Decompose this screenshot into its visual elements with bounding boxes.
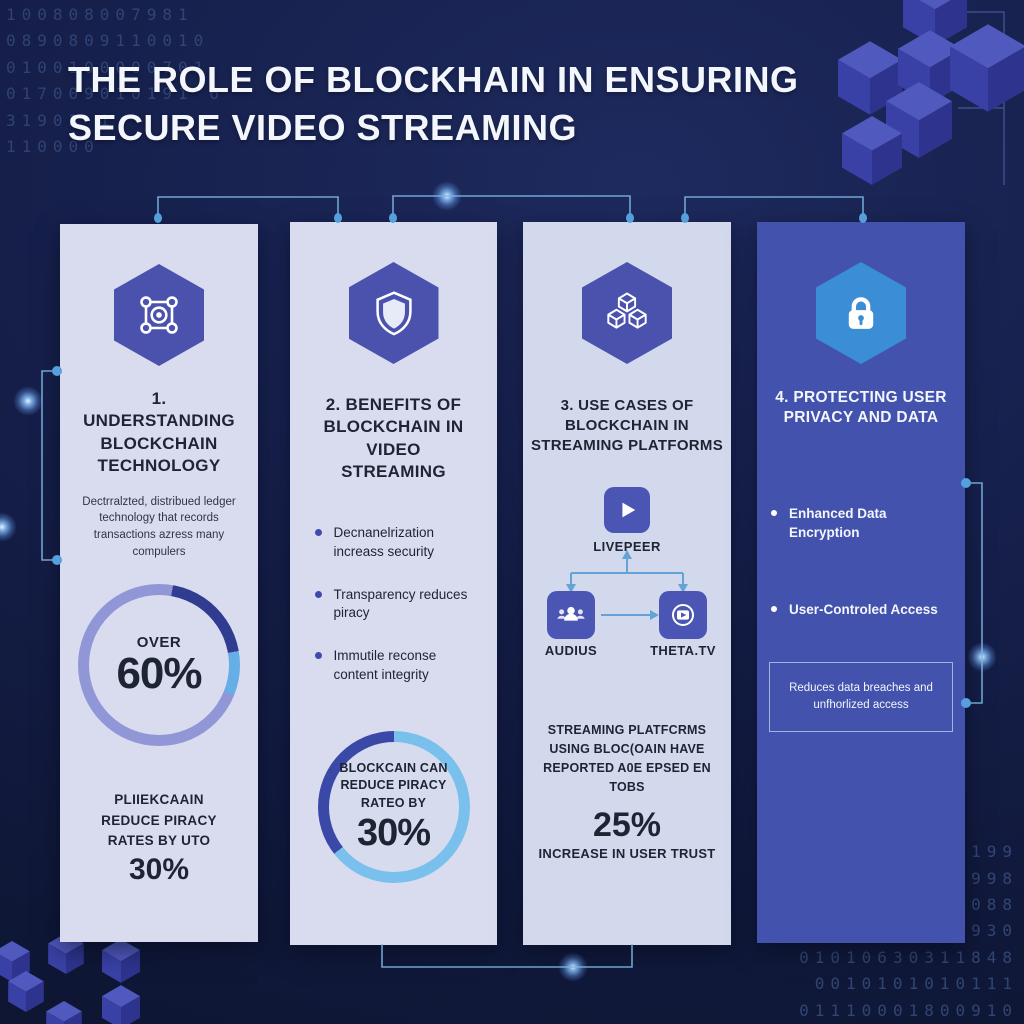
- theta-tv-icon: [659, 591, 707, 640]
- binary-digits-topleft: 100808007981 0890809110010 0100100000701…: [6, 5, 225, 156]
- bullet-text: Enhanced Data Encryption: [789, 505, 887, 540]
- stat-label: INCREASE IN USER TRUST: [538, 846, 716, 862]
- privacy-list: Enhanced Data Encryption User-Controled …: [771, 505, 951, 620]
- bullet-text: Transparency reduces piracy: [333, 586, 468, 621]
- benefits-list: Decnanelrization increass security Trans…: [314, 524, 473, 685]
- cube-decoration: [886, 82, 952, 158]
- panel-heading: 4. PROTECTING USER PRIVACY AND DATA: [775, 389, 947, 427]
- panel-use-cases: 3. USE CASES OF BLOCKCHAIN IN STREAMING …: [523, 222, 731, 945]
- donut-value: 60%: [116, 648, 202, 698]
- bullet-dot: [314, 652, 322, 660]
- panel-benefits: 2. BENEFITS OF BLOCKCHAIN IN VIDEO STREA…: [290, 222, 497, 945]
- title-line-2: SECURE VIDEO STREAMING: [68, 107, 578, 149]
- donut-label: BLOCKCAIN CAN REDUCE PIRACY RATEO BY: [339, 760, 448, 810]
- cube-decoration: [46, 1001, 82, 1024]
- bullet-text: Decnanelrization increass security: [333, 524, 435, 559]
- donut-value: 30%: [356, 812, 431, 855]
- network-nodes-icon: [114, 264, 204, 366]
- donut-label: OVER: [136, 633, 182, 651]
- platform-diagram: LIVEPEER: [523, 487, 731, 659]
- cube-decoration: [102, 985, 140, 1024]
- panel-heading: 3. USE CASES OF BLOCKCHAIN IN STREAMING …: [530, 397, 724, 454]
- list-item: Enhanced Data Encryption: [771, 505, 951, 543]
- donut-chart-over-60: OVER 60%: [78, 584, 240, 747]
- cube-decoration: [102, 939, 140, 983]
- list-item: User-Controled Access: [771, 601, 951, 620]
- lock-icon: [816, 262, 906, 364]
- glow-dot: [432, 181, 462, 211]
- list-item: Decnanelrization increass security: [314, 524, 473, 562]
- cube-decoration: [838, 41, 902, 115]
- bullet-text: Immutile reconse content integrity: [333, 648, 437, 683]
- cubes-icon: [582, 262, 672, 364]
- panel-heading: 1. UNDERSTANDING BLOCKCHAIN TECHNOLOGY: [83, 389, 235, 476]
- bullet-dot: [771, 605, 777, 612]
- panel-privacy: 4. PROTECTING USER PRIVACY AND DATA Enha…: [757, 222, 965, 943]
- page-title: THE ROLE OF BLOCKHAIN IN ENSURING SECURE…: [68, 56, 799, 152]
- panel-understanding-blockchain: 1. UNDERSTANDING BLOCKCHAIN TECHNOLOGY D…: [60, 224, 258, 942]
- platform-label: THETA.TV: [650, 643, 716, 659]
- panel-description: Dectrralzted, distribued ledger technolo…: [82, 495, 236, 558]
- donut-chart-30: BLOCKCAIN CAN REDUCE PIRACY RATEO BY 30%: [317, 731, 470, 884]
- cube-decoration: [0, 941, 30, 982]
- privacy-note-box: Reduces data breaches and unfhorlized ac…: [769, 661, 953, 733]
- cube-decoration: [8, 971, 44, 1012]
- bullet-text: User-Controled Access: [789, 601, 938, 617]
- glow-dot: [967, 642, 997, 672]
- platform-label: AUDIUS: [544, 643, 598, 659]
- list-item: Immutile reconse content integrity: [314, 647, 473, 685]
- stat-value: 30%: [128, 853, 190, 887]
- audius-community-icon: [547, 591, 595, 640]
- livepeer-play-icon: [604, 487, 650, 534]
- stat-text: PLIIEKCAAIN REDUCE PIRACY RATES BY UTO: [101, 792, 217, 848]
- shield-icon: [348, 262, 439, 364]
- bullet-dot: [314, 590, 322, 598]
- list-item: Transparency reduces piracy: [314, 586, 473, 624]
- bullet-dot: [771, 509, 777, 516]
- trust-stat: 25% INCREASE IN USER TRUST: [538, 806, 715, 864]
- glow-dot: [0, 512, 17, 542]
- glow-dot: [13, 386, 43, 416]
- flow-arrows-icon: [566, 550, 688, 621]
- cube-decoration: [950, 24, 1024, 112]
- piracy-stat: PLIIEKCAAIN REDUCE PIRACY RATES BY UTO 3…: [83, 790, 235, 887]
- stat-value: 25%: [592, 806, 662, 845]
- platform-label: LIVEPEER: [593, 539, 661, 555]
- glow-dot: [558, 952, 588, 982]
- bullet-dot: [314, 528, 322, 536]
- panel-heading: 2. BENEFITS OF BLOCKCHAIN IN VIDEO STREA…: [323, 395, 464, 482]
- title-line-1: THE ROLE OF BLOCKHAIN IN ENSURING: [68, 59, 799, 100]
- use-case-caption: STREAMING PLATFCRMS USING BLOC(OAIN HAVE…: [543, 723, 711, 794]
- cube-decoration: [842, 116, 902, 185]
